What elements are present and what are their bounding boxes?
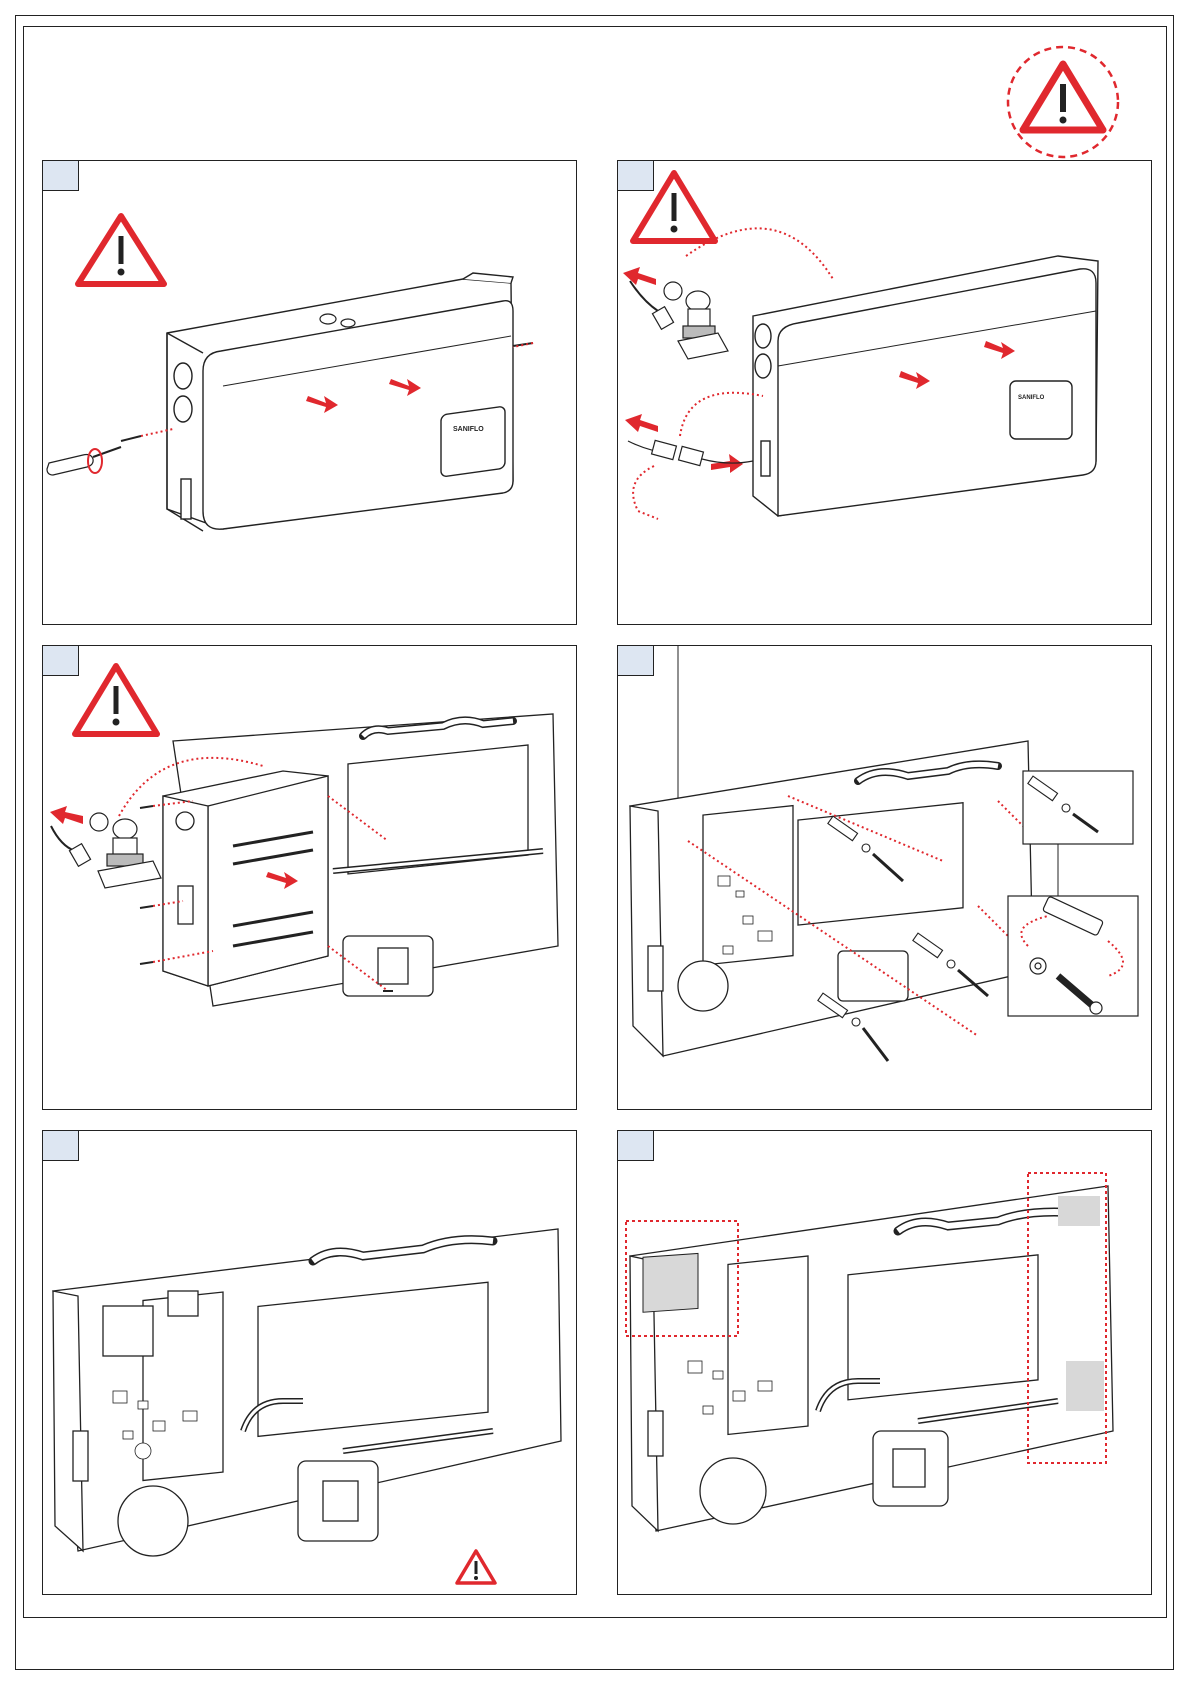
step-panel-4 <box>617 645 1152 1110</box>
step-6-illustration <box>618 1131 1152 1595</box>
pump-base-plate <box>53 1229 561 1556</box>
control-panel: SANIFLO <box>1010 381 1072 439</box>
logo-text: SANIFLO <box>1018 395 1045 401</box>
control-panel: SANIFLO <box>441 406 505 477</box>
step-2-illustration: SANIFLO <box>618 161 1152 625</box>
highlighted-inlet-area <box>1066 1361 1104 1411</box>
warning-icon <box>75 666 157 734</box>
highlighted-outlet-area <box>1058 1196 1100 1226</box>
step-1-illustration: SANIFLO <box>43 161 577 625</box>
electronics-cover <box>163 771 328 986</box>
screwdriver-icon <box>47 447 121 475</box>
warning-icon <box>457 1551 495 1583</box>
pressure-switch-icon <box>51 813 161 888</box>
pump-unit-housing <box>167 273 513 531</box>
highlighted-mount-area <box>643 1253 698 1312</box>
logo-text: SANIFLO <box>453 426 484 433</box>
step-5-illustration <box>43 1131 577 1595</box>
step-3-illustration <box>43 646 577 1110</box>
step-panel-1: SANIFLO <box>42 160 577 625</box>
step-panel-6 <box>617 1130 1152 1595</box>
pump-base-plate <box>630 1186 1113 1531</box>
warning-icon <box>633 173 715 241</box>
pressure-switch-icon <box>630 281 728 359</box>
global-warning-icon <box>1003 42 1123 162</box>
step-panel-2: SANIFLO <box>617 160 1152 625</box>
step-panel-5 <box>42 1130 577 1595</box>
warning-icon <box>78 216 164 284</box>
step-panel-3 <box>42 645 577 1110</box>
step-4-illustration <box>618 646 1152 1110</box>
